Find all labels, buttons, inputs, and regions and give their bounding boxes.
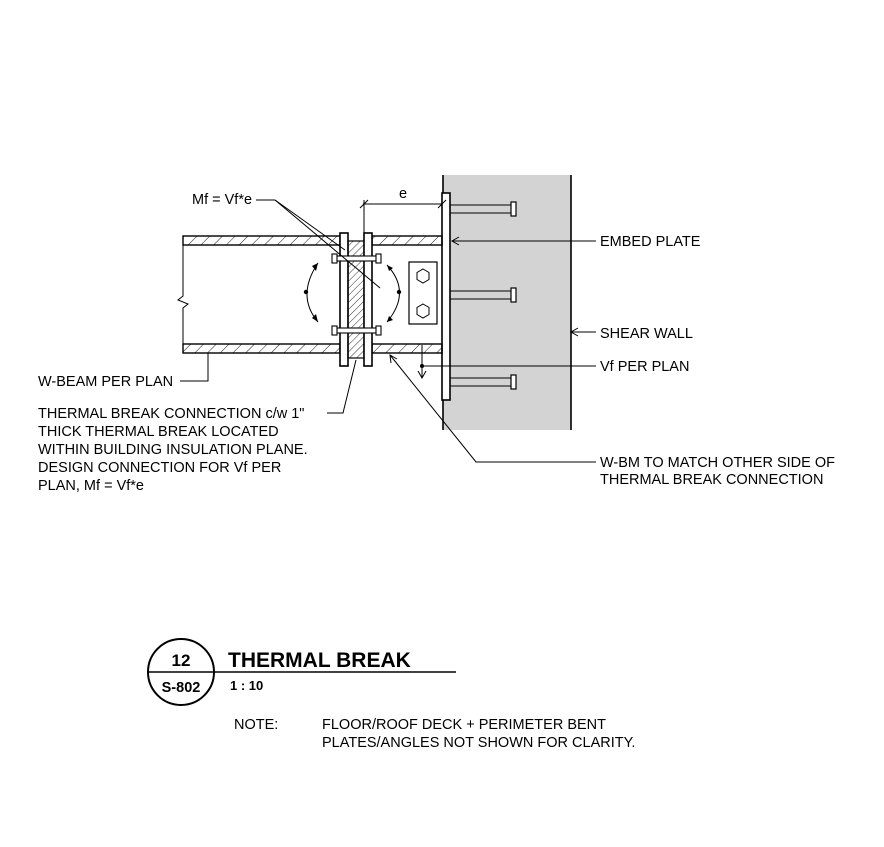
general-note: NOTE: FLOOR/ROOF DECK + PERIMETER BENT P… [234,717,635,751]
svg-text:PLAN, Mf = Vf*e: PLAN, Mf = Vf*e [38,478,144,494]
headed-studs [450,201,517,390]
note-label: NOTE: [234,717,278,733]
svg-text:PLATES/ANGLES NOT SHOWN FOR CL: PLATES/ANGLES NOT SHOWN FOR CLARITY. [322,735,635,751]
vf-arrow [417,345,427,380]
embed-plate-label: EMBED PLATE [600,234,701,250]
e-label: e [399,186,407,202]
svg-text:THERMAL BREAK CONNECTION c/w 1: THERMAL BREAK CONNECTION c/w 1" [38,406,304,422]
svg-text:THERMAL BREAK CONNECTION: THERMAL BREAK CONNECTION [600,472,823,488]
svg-text:W-BM TO MATCH OTHER SIDE OF: W-BM TO MATCH OTHER SIDE OF [600,455,835,471]
detail-number: 12 [172,651,191,670]
svg-text:FLOOR/ROOF DECK + PERIMETER BE: FLOOR/ROOF DECK + PERIMETER BENT [322,717,606,733]
svg-text:DESIGN CONNECTION FOR Vf PER: DESIGN CONNECTION FOR Vf PER [38,460,281,476]
embed-plate [441,192,451,401]
thermal-break-connection [331,232,382,367]
detail-title: THERMAL BREAK [228,649,411,672]
detail-scale: 1 : 10 [230,678,263,693]
w-beam-label: W-BEAM PER PLAN [38,374,173,390]
detail-sheet: S-802 [162,680,201,696]
moment-label: Mf = Vf*e [192,192,252,208]
bolts [331,253,382,336]
svg-text:WITHIN BUILDING INSULATION PLA: WITHIN BUILDING INSULATION PLANE. [38,442,308,458]
moment-arrows [303,262,402,323]
eccentricity-dimension: e [359,186,447,236]
shear-tab [408,261,438,325]
thermal-break-note: THERMAL BREAK CONNECTION c/w 1" THICK TH… [38,406,308,494]
w-beam-left [177,235,341,354]
shear-wall-label: SHEAR WALL [600,326,693,342]
w-bm-match-note: W-BM TO MATCH OTHER SIDE OF THERMAL BREA… [600,455,835,488]
shear-wall [443,175,571,430]
detail-bubble: 12 S-802 [147,638,215,706]
leaders [180,199,596,463]
svg-text:THICK THERMAL BREAK LOCATED: THICK THERMAL BREAK LOCATED [38,424,279,440]
vf-per-plan-label: Vf PER PLAN [600,359,689,375]
